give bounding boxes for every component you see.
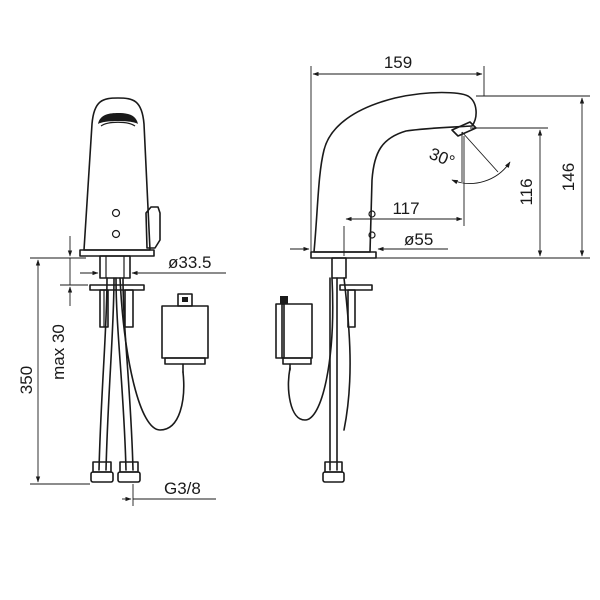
front-aerator-outlet	[98, 113, 138, 124]
front-hose-left	[98, 277, 108, 471]
front-aerator-inner	[100, 121, 136, 127]
side-fitting	[324, 461, 343, 473]
dimension-angle-30: 30°	[427, 131, 511, 185]
front-hose-right	[115, 277, 127, 471]
side-hose-curve	[343, 277, 351, 431]
dimension-117-label: 117	[392, 199, 419, 218]
side-control-box	[281, 303, 313, 359]
front-faucet-body	[83, 97, 151, 251]
side-cable	[287, 277, 334, 421]
front-view	[79, 97, 209, 483]
front-hose-right-inner	[122, 277, 134, 471]
side-faucet-body	[313, 91, 477, 253]
front-base-plate	[79, 249, 155, 257]
dimension-146-label: 146	[559, 163, 578, 191]
dimension-159-label: 159	[384, 53, 412, 72]
dimension-d33-5-label: ø33.5	[168, 253, 211, 272]
front-fitting-left	[92, 461, 112, 473]
side-control-box-base	[282, 357, 312, 365]
front-control-box-base	[164, 357, 206, 365]
front-fitting-left-nut	[90, 471, 114, 483]
dimension-d55: ø55	[290, 230, 448, 252]
dimension-117: 117	[343, 136, 465, 256]
front-lever	[145, 206, 161, 249]
dimension-d55-label: ø55	[404, 230, 433, 249]
dimension-max-30-label: max 30	[49, 324, 68, 380]
dimension-350-label: 350	[17, 366, 36, 394]
side-view	[275, 91, 477, 483]
side-control-box-cap	[280, 296, 288, 304]
dimension-116-label: 116	[517, 178, 536, 205]
side-shank	[331, 257, 347, 279]
dimension-max-30: max 30	[49, 236, 88, 380]
front-control-box	[161, 305, 209, 359]
front-control-box-plug	[182, 297, 188, 302]
side-fitting-nut	[322, 471, 345, 483]
dimension-350: 350	[17, 257, 90, 485]
side-base-plate	[310, 251, 377, 259]
dimension-g3-8-label: G3/8	[164, 479, 201, 498]
side-mounting-plate	[339, 284, 373, 291]
front-cable	[119, 277, 185, 431]
side-threaded-stud	[347, 289, 356, 328]
front-stud-nut	[124, 289, 134, 328]
front-sensor-hole-lower	[111, 229, 121, 239]
side-sensor-lower	[368, 231, 376, 239]
front-sensor-hole-upper	[111, 208, 121, 218]
front-control-box-cap	[177, 293, 193, 307]
front-fitting-right-nut	[117, 471, 141, 483]
front-hose-left-inner	[105, 277, 115, 471]
dimension-146: 146	[372, 95, 590, 259]
dimension-116: 116	[470, 127, 548, 257]
side-sensor-upper	[368, 210, 376, 218]
dimension-159: 159	[310, 53, 485, 252]
dimension-d33-5: ø33.5	[80, 253, 226, 276]
dimension-angle-30-label: 30°	[427, 144, 458, 171]
front-shank	[99, 255, 131, 279]
dimension-g3-8: G3/8	[122, 479, 216, 506]
front-mounting-plate	[89, 284, 145, 291]
front-fitting-right	[119, 461, 139, 473]
